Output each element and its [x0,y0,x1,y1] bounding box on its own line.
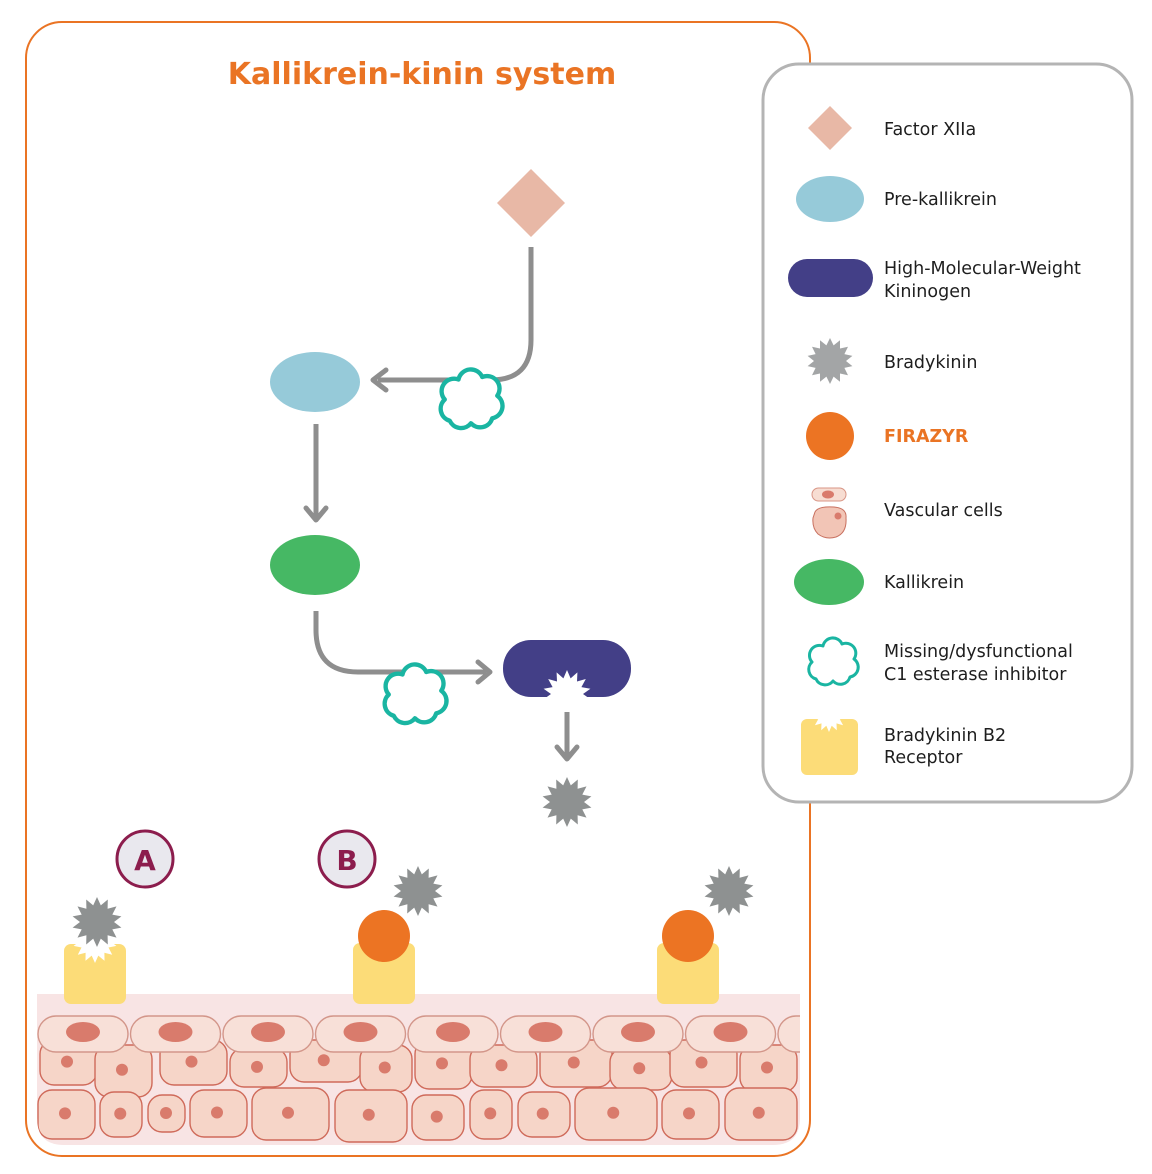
cell-nucleus [378,1061,391,1074]
badge-b-letter: B [336,844,357,877]
factor-xiia-diamond-icon [497,169,565,237]
vascular-tissue [37,994,840,1145]
kallikrein-ellipse-icon [794,559,864,605]
c1-inhibitor-cloud-icon [438,367,505,431]
legend-label: Kallikrein [884,573,964,593]
c1-inhibitor-cloud-icon [382,662,449,726]
legend-item-kallikrein: Kallikrein [794,559,964,605]
cell-nucleus [317,1054,330,1067]
cell-nucleus [806,1022,840,1042]
legend-item-bradykinin: Bradykinin [807,338,977,384]
hmw-kininogen-pill-icon [788,259,873,297]
cell-nucleus [114,1107,127,1120]
cell-nucleus [160,1107,172,1119]
b2-receptor-a [64,897,126,1004]
cell-nucleus [185,1055,198,1068]
legend-label: Bradykinin B2 Receptor [884,726,1012,768]
cell-nucleus [633,1062,646,1075]
firazyr-circle-icon [662,910,714,962]
cell-nucleus [607,1106,620,1119]
cell-nucleus [528,1022,563,1042]
cell-nucleus [495,1059,508,1072]
legend: Factor XIIa Pre-kallikrein High-Molecula… [761,62,1134,804]
arrowhead-down-icon [554,744,580,762]
badge-a: A [115,829,175,889]
legend-item-b2-receptor: Bradykinin B2 Receptor [801,696,1012,775]
badge-b: B [317,829,377,889]
bradykinin-starburst-icon [72,897,122,947]
legend-label: Factor XIIa [884,120,976,140]
cell-nucleus [343,1022,378,1042]
c1-inhibitor-cloud-icon [807,636,860,687]
arrow-factor-to-prekallikrein [378,247,534,383]
cell-nucleus [567,1056,580,1069]
legend-item-pre-kallikrein: Pre-kallikrein [796,176,997,222]
cell-nucleus [683,1107,695,1120]
legend-item-factor-xiia: Factor XIIa [808,106,976,150]
cell-nucleus [61,1055,73,1068]
arrow-kallikrein-to-kininogen [313,611,486,675]
cell-nucleus [484,1107,497,1120]
bradykinin-starburst-icon [704,866,754,916]
cell-nucleus [761,1061,773,1074]
factor-xiia-diamond-icon [808,106,852,150]
cell-nucleus [436,1057,448,1070]
legend-label: Pre-kallikrein [884,190,997,210]
cell-nucleus [752,1106,765,1119]
kallikrein-ellipse-icon [270,535,360,595]
hmw-kininogen-pill-icon [503,640,631,718]
arrowhead-left-icon [370,367,389,393]
cell-nucleus [621,1022,655,1042]
firazyr-circle-icon [806,412,854,460]
b2-receptor-blocked [657,866,754,1004]
cell-nucleus [362,1108,375,1121]
bradykinin-starburst-icon [393,866,443,916]
legend-item-firazyr: FIRAZYR [806,412,969,460]
cell-nucleus [713,1022,748,1042]
cell-nucleus [251,1022,285,1042]
arrowhead-down-icon [303,505,329,523]
cell-nucleus [536,1107,549,1120]
cell-nucleus [211,1106,223,1119]
endothelial-cell [777,1015,800,1053]
diagram-title: Kallikrein-kinin system [228,57,616,92]
badge-a-letter: A [134,844,156,877]
legend-label: Vascular cells [884,501,1003,521]
vascular-cells-icon [811,487,847,539]
legend-label: High-Molecular-Weight Kininogen [884,259,1087,302]
b2-receptor-icon [801,696,858,775]
legend-box [761,62,1134,804]
legend-item-c1-inhibitor: Missing/dysfunctional C1 esterase inhibi… [807,636,1078,687]
cell-nucleus [59,1107,71,1120]
bradykinin-starburst-icon [542,777,592,827]
cell-nucleus [66,1022,100,1042]
cell-nucleus [430,1110,443,1123]
b2-receptor-b [353,866,443,1004]
legend-label: FIRAZYR [884,427,969,447]
cell-nucleus [116,1063,128,1076]
firazyr-circle-icon [358,910,410,962]
legend-label: Missing/dysfunctional C1 esterase inhibi… [884,642,1078,685]
cell-nucleus [436,1022,470,1042]
cell-nucleus [695,1056,708,1069]
arrowhead-right-icon [475,659,493,685]
cell-nucleus [251,1060,263,1073]
bradykinin-binding-notch [543,670,591,718]
legend-label: Bradykinin [884,353,977,373]
bradykinin-starburst-icon [807,338,853,384]
binding-site-notch [811,696,847,732]
pre-kallikrein-ellipse-icon [796,176,864,222]
cell-nucleus [282,1106,294,1119]
legend-item-vascular-cells: Vascular cells [811,487,1003,539]
legend-item-hmw-kininogen: High-Molecular-Weight Kininogen [788,259,1087,302]
cell-nucleus [158,1022,193,1042]
pre-kallikrein-ellipse-icon [270,352,360,412]
